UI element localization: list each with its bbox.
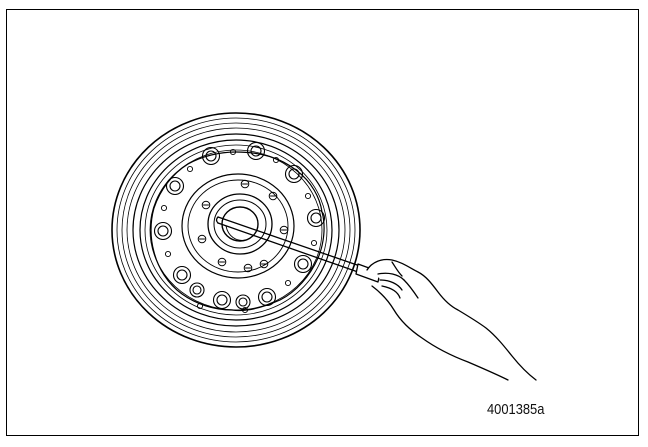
hub-center [207, 193, 273, 255]
wheel-disc [150, 151, 325, 312]
stud-holes [153, 141, 326, 314]
tire [111, 112, 361, 348]
hub-flange [181, 173, 295, 279]
rim [139, 139, 333, 321]
hub-bolts [197, 179, 289, 273]
figure-code: 4001385a [487, 401, 545, 418]
hand [366, 258, 537, 381]
